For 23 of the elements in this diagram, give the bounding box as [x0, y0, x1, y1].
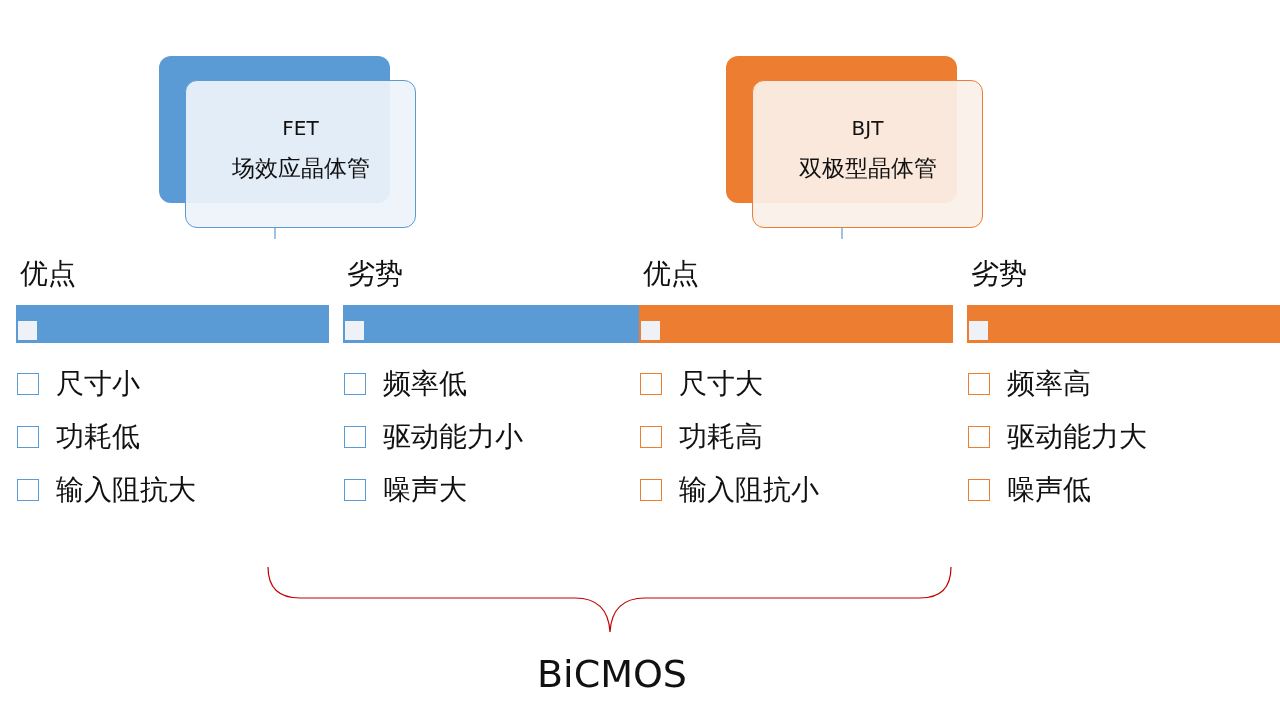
- card-title: BJT: [850, 115, 885, 142]
- card-title: FET: [281, 115, 320, 142]
- column-heading: 优点: [643, 256, 699, 292]
- list-item: 噪声低: [1007, 472, 1091, 508]
- list-item: 尺寸小: [56, 366, 140, 402]
- list-item: 频率低: [383, 366, 467, 402]
- list-item: 尺寸大: [679, 366, 763, 402]
- column-heading: 劣势: [971, 256, 1027, 292]
- column-heading: 优点: [20, 256, 76, 292]
- list-item: 输入阻抗大: [56, 472, 196, 508]
- list-item: 噪声大: [383, 472, 467, 508]
- bracket-label: BiCMOS: [536, 651, 688, 698]
- list-item: 输入阻抗小: [679, 472, 819, 508]
- list-item: 驱动能力小: [383, 419, 523, 455]
- list-item: 功耗低: [56, 419, 140, 455]
- list-item: 驱动能力大: [1007, 419, 1147, 455]
- connector-line: [274, 227, 276, 240]
- list-item: 功耗高: [679, 419, 763, 455]
- column-heading: 劣势: [347, 256, 403, 292]
- list-item: 频率高: [1007, 366, 1091, 402]
- connector-line: [841, 227, 843, 240]
- card-subtitle: 双极型晶体管: [797, 154, 938, 182]
- card-subtitle: 场效应晶体管: [230, 154, 371, 182]
